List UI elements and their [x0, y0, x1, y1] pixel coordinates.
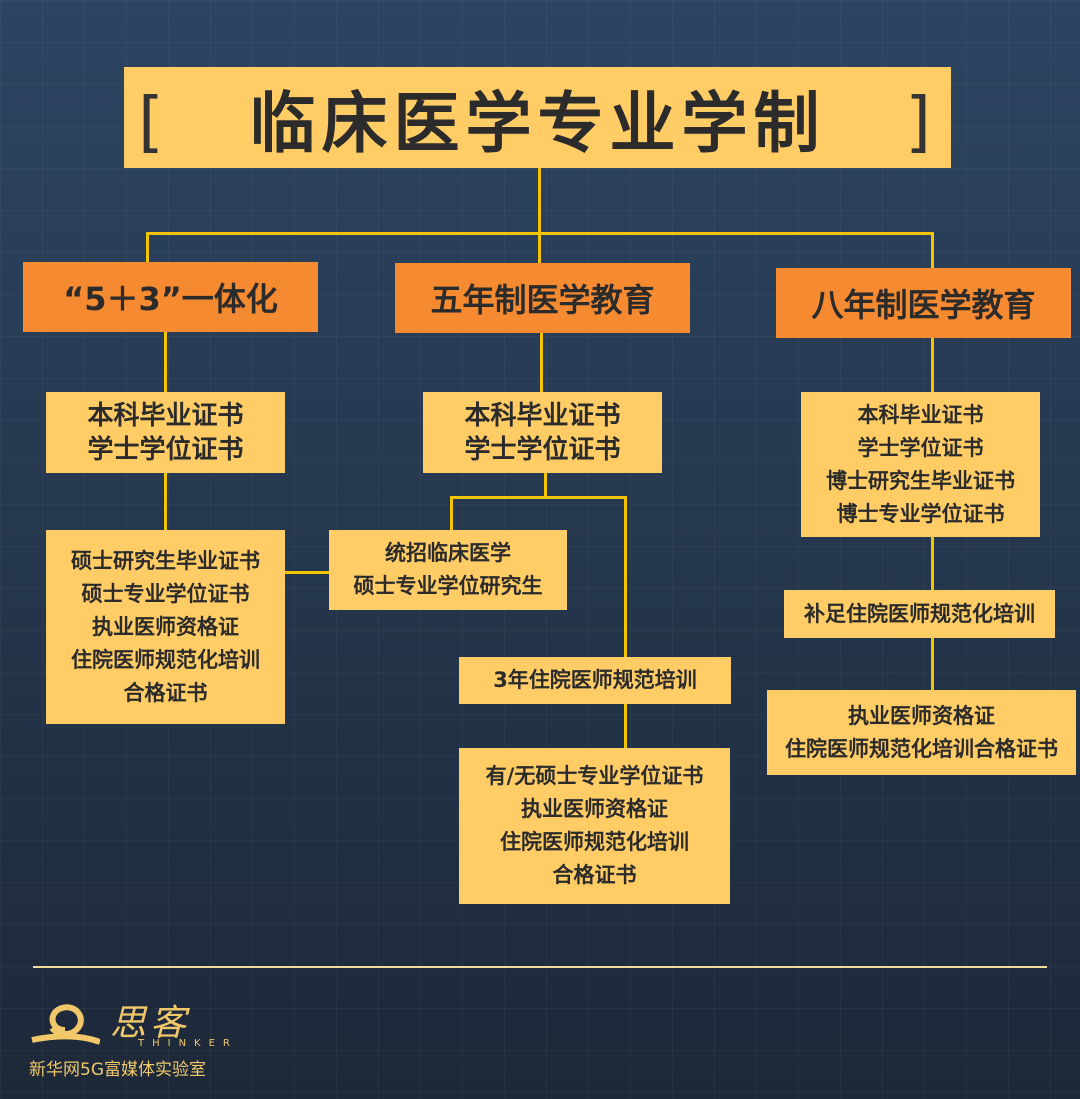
thinker-logo: 思客 THINKER [30, 990, 230, 1050]
node: 本科毕业证书学士学位证书 [46, 392, 285, 473]
branch-five-year: 五年制医学教育 [395, 263, 690, 333]
node: 本科毕业证书学士学位证书 [423, 392, 662, 473]
connector [624, 496, 627, 748]
node-line: 住院医师规范化培训 [500, 830, 689, 854]
node: 3年住院医师规范培训 [459, 657, 731, 704]
node-line: 学士学位证书 [464, 434, 621, 465]
node-line: 学士学位证书 [87, 434, 244, 465]
node-line: 补足住院医师规范化培训 [804, 601, 1035, 626]
branch-label: 五年制医学教育 [430, 281, 655, 319]
node-line: 统招临床医学 [385, 541, 511, 565]
connector [285, 571, 329, 574]
left-bracket: [ [138, 83, 170, 160]
node-line: 博士研究生毕业证书 [826, 468, 1015, 493]
node-line: 住院医师规范化培训合格证书 [785, 736, 1058, 761]
node: 硕士研究生毕业证书硕士专业学位证书执业医师资格证住院医师规范化培训合格证书 [46, 530, 285, 724]
node-line: 学士学位证书 [857, 435, 984, 460]
node-line: 合格证书 [552, 863, 637, 887]
connector [540, 333, 543, 392]
node-line: 执业医师资格证 [848, 703, 995, 728]
node-line: 3年住院医师规范培训 [493, 668, 697, 692]
node: 统招临床医学硕士专业学位研究生 [329, 530, 567, 610]
swirl-logo-icon [31, 1004, 100, 1045]
node-line: 硕士专业学位证书 [81, 581, 250, 606]
org-name: 新华网5G富媒体实验室 [29, 1060, 206, 1080]
node-line: 博士专业学位证书 [836, 501, 1005, 526]
connector [931, 232, 934, 268]
page-title: [ 临床医学专业学制 ] [124, 67, 951, 168]
node-line: 合格证书 [123, 680, 208, 705]
connector [450, 496, 453, 530]
title-text: 临床医学专业学制 [249, 84, 826, 162]
node-line: 住院医师规范化培训 [71, 647, 260, 672]
node: 有/无硕士专业学位证书执业医师资格证住院医师规范化培训合格证书 [459, 748, 730, 904]
logo-subtext: THINKER [138, 1038, 238, 1049]
node-line: 本科毕业证书 [87, 400, 244, 431]
node-line: 硕士研究生毕业证书 [71, 548, 260, 573]
branch-label: 八年制医学教育 [811, 286, 1036, 324]
node-line: 执业医师资格证 [521, 797, 668, 821]
connector [544, 473, 547, 498]
node: 补足住院医师规范化培训 [784, 590, 1055, 638]
node: 执业医师资格证住院医师规范化培训合格证书 [767, 690, 1076, 775]
branch-eight-year: 八年制医学教育 [776, 268, 1071, 338]
node-line: 有/无硕士专业学位证书 [485, 764, 704, 788]
connector [146, 232, 149, 262]
logo-text: 思客 [110, 1003, 191, 1044]
right-bracket: ] [905, 83, 937, 160]
branch-label: “5＋3”一体化 [63, 280, 278, 318]
connector [538, 168, 541, 264]
node-line: 本科毕业证书 [464, 400, 621, 431]
connector [146, 232, 934, 235]
footer-divider [33, 966, 1047, 968]
node-line: 本科毕业证书 [857, 402, 984, 427]
connector [450, 496, 626, 499]
node-line: 硕士专业学位研究生 [353, 574, 543, 598]
connector [164, 473, 167, 530]
node: 本科毕业证书学士学位证书博士研究生毕业证书博士专业学位证书 [801, 392, 1040, 537]
connector [164, 332, 167, 392]
branch-5plus3: “5＋3”一体化 [23, 262, 318, 332]
node-line: 执业医师资格证 [92, 614, 239, 639]
